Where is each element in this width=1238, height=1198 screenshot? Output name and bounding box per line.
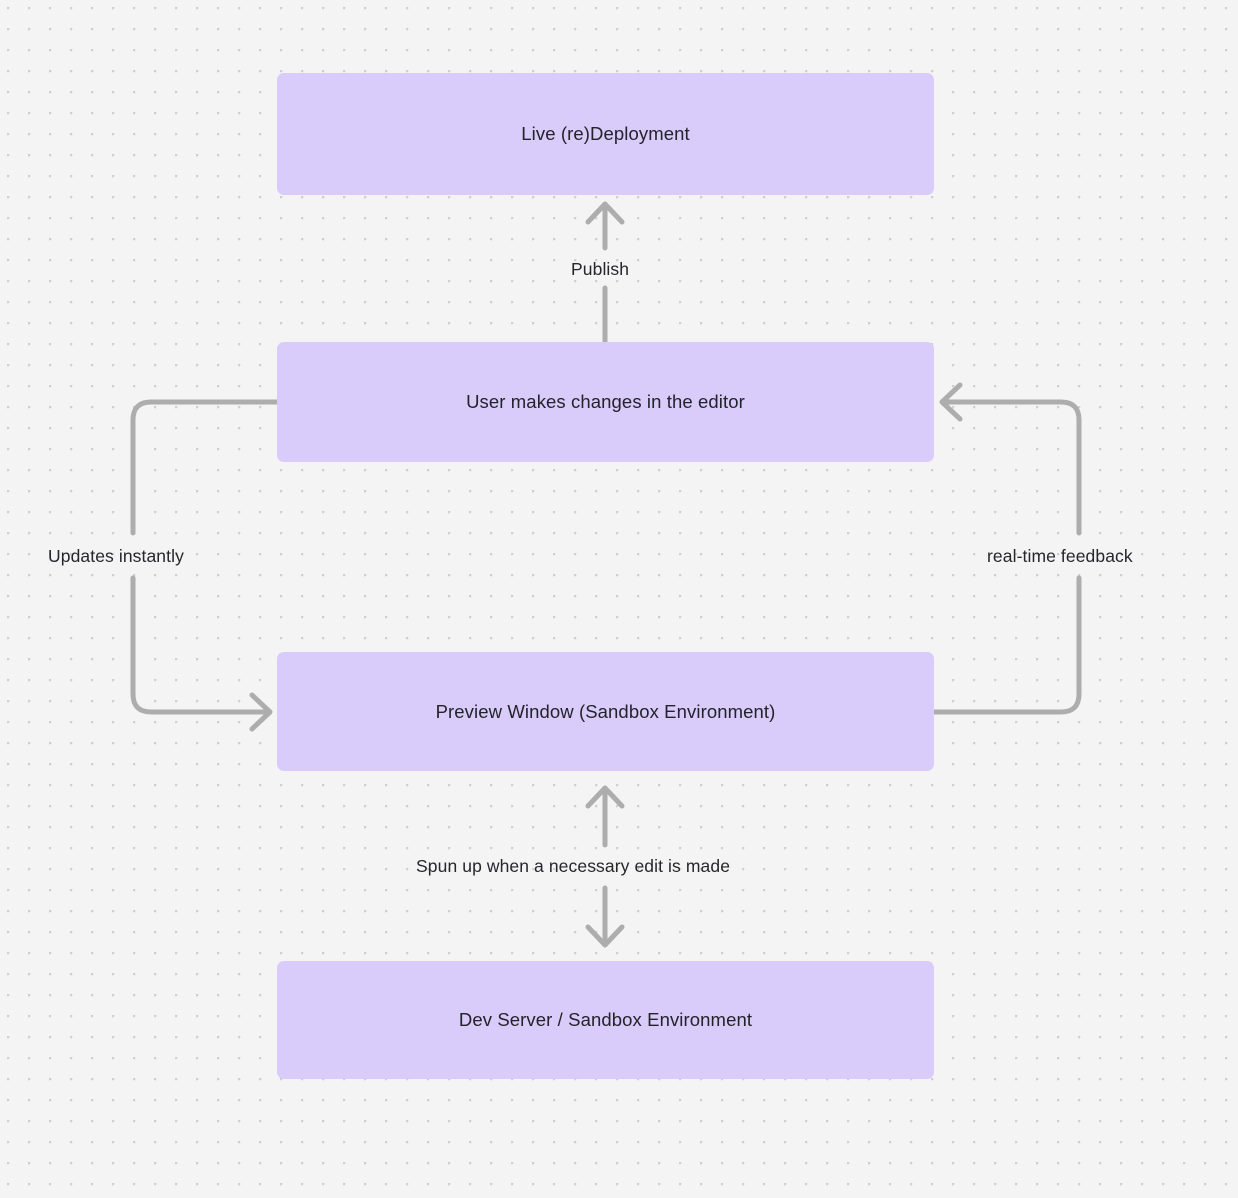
node-dev-server-label: Dev Server / Sandbox Environment: [458, 1009, 753, 1031]
edge-updates-arrowhead: [249, 692, 273, 732]
edge-feedback-segment-lower: [931, 575, 1082, 715]
edge-spun-arrowhead-up: [585, 785, 625, 809]
edge-label-real-time-feedback[interactable]: real-time feedback: [987, 546, 1133, 566]
edge-label-publish[interactable]: Publish: [571, 259, 630, 279]
edge-label-spun-up[interactable]: Spun up when a necessary edit is made: [416, 856, 731, 876]
edge-updates-segment-upper: [130, 399, 280, 536]
edge-updates-segment-lower: [130, 575, 272, 715]
edge-publish-arrowhead: [585, 201, 625, 225]
node-preview-window[interactable]: Preview Window (Sandbox Environment): [277, 652, 934, 771]
edge-feedback-segment-upper: [940, 399, 1082, 536]
edge-label-updates-instantly[interactable]: Updates instantly: [48, 546, 184, 566]
node-user-makes-changes[interactable]: User makes changes in the editor: [277, 342, 934, 462]
node-live-redeployment-label: Live (re)Deployment: [521, 123, 690, 145]
node-preview-window-label: Preview Window (Sandbox Environment): [435, 700, 776, 722]
node-live-redeployment[interactable]: Live (re)Deployment: [277, 73, 934, 195]
edge-feedback-arrowhead: [939, 382, 963, 422]
edge-spun-arrowhead-down: [585, 924, 625, 948]
node-user-makes-changes-label: User makes changes in the editor: [466, 391, 745, 413]
node-dev-server[interactable]: Dev Server / Sandbox Environment: [277, 961, 934, 1079]
